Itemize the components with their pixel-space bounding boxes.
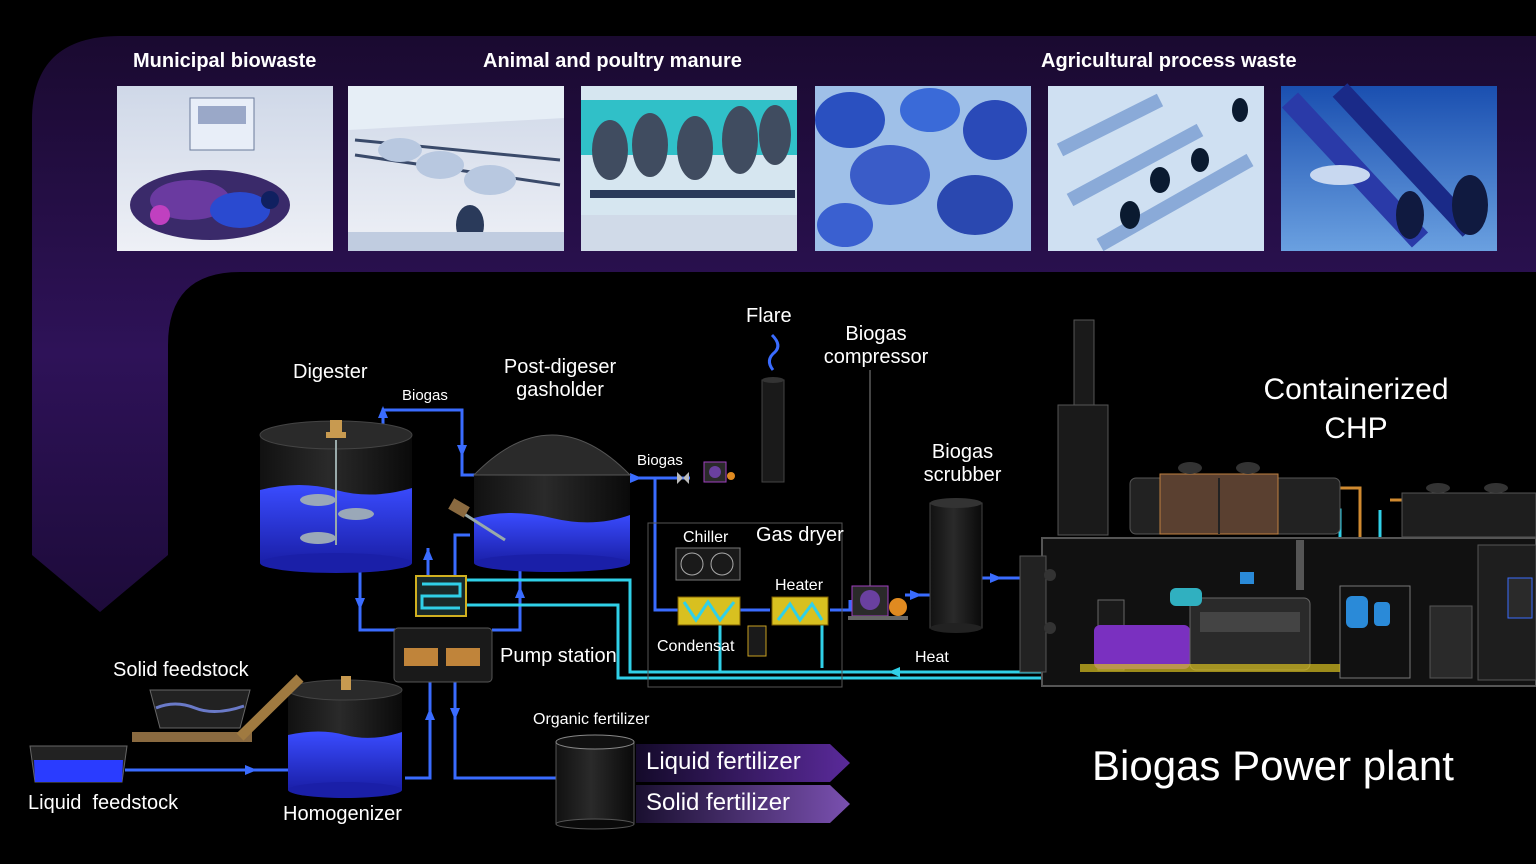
post-digester-label: Post-digeser gasholder	[503, 356, 617, 401]
liquid-fertilizer-arrow	[636, 744, 850, 782]
post-digester-gasholder	[448, 434, 632, 572]
cut-stalks-photo	[1056, 93, 1254, 252]
biogas-scrubber-label: Biogas scrubber	[923, 441, 1002, 486]
condensat-label: Condensat	[657, 638, 735, 655]
liquid-feedstock-label: Liquid feedstock	[28, 792, 179, 814]
potatoes-photo	[815, 88, 1027, 247]
solid-fertilizer-label: Solid fertilizer	[646, 789, 791, 816]
category-municipal-biowaste: Municipal biowaste	[133, 50, 317, 72]
heater-label: Heater	[775, 577, 824, 594]
biogas-compressor	[848, 585, 908, 620]
flare-blower	[677, 461, 735, 484]
organic-fertilizer-tank	[555, 734, 635, 830]
pump-station-label: Pump station	[500, 645, 617, 667]
solid-fertilizer-arrow	[636, 785, 850, 823]
homogenizer-label: Homogenizer	[283, 803, 402, 825]
biogas-label-top: Biogas	[402, 387, 448, 404]
pump-station	[393, 627, 493, 683]
heat-exchanger	[415, 575, 467, 617]
organic-fertilizer-label: Organic fertilizer	[533, 711, 650, 728]
gas-dryer-label: Gas dryer	[756, 524, 844, 546]
flare	[761, 333, 785, 483]
flow-arrows	[245, 406, 1002, 775]
chp-container	[1019, 319, 1536, 687]
biogas-scrubber	[929, 498, 983, 633]
biogas-label-right: Biogas	[637, 452, 683, 469]
category-animal-manure: Animal and poultry manure	[483, 50, 742, 72]
gas-dryer-unit	[647, 522, 843, 688]
flare-label: Flare	[746, 305, 792, 327]
digester-tank	[259, 420, 413, 573]
solid-feedstock-hopper	[132, 674, 304, 742]
solid-feedstock-label: Solid feedstock	[113, 659, 249, 681]
homogenizer-tank	[287, 676, 403, 798]
truck-dumping-waste-photo	[130, 97, 290, 240]
poultry-photo	[581, 100, 797, 251]
containerized-chp-label: Containerized CHP	[1263, 373, 1449, 445]
biogas-compressor-label: Biogas compressor	[823, 323, 929, 368]
sugarcane-photo	[1281, 83, 1488, 248]
liquid-fertilizer-label: Liquid fertilizer	[646, 748, 801, 775]
liquid-feedstock-tank	[29, 745, 128, 783]
chiller-label: Chiller	[683, 529, 729, 546]
cattle-barn-photo	[348, 86, 564, 251]
category-agricultural-waste: Agricultural process waste	[1041, 50, 1297, 72]
heat-label: Heat	[915, 649, 949, 666]
digester-label: Digester	[293, 361, 368, 383]
plant-title: Biogas Power plant	[1092, 742, 1454, 789]
